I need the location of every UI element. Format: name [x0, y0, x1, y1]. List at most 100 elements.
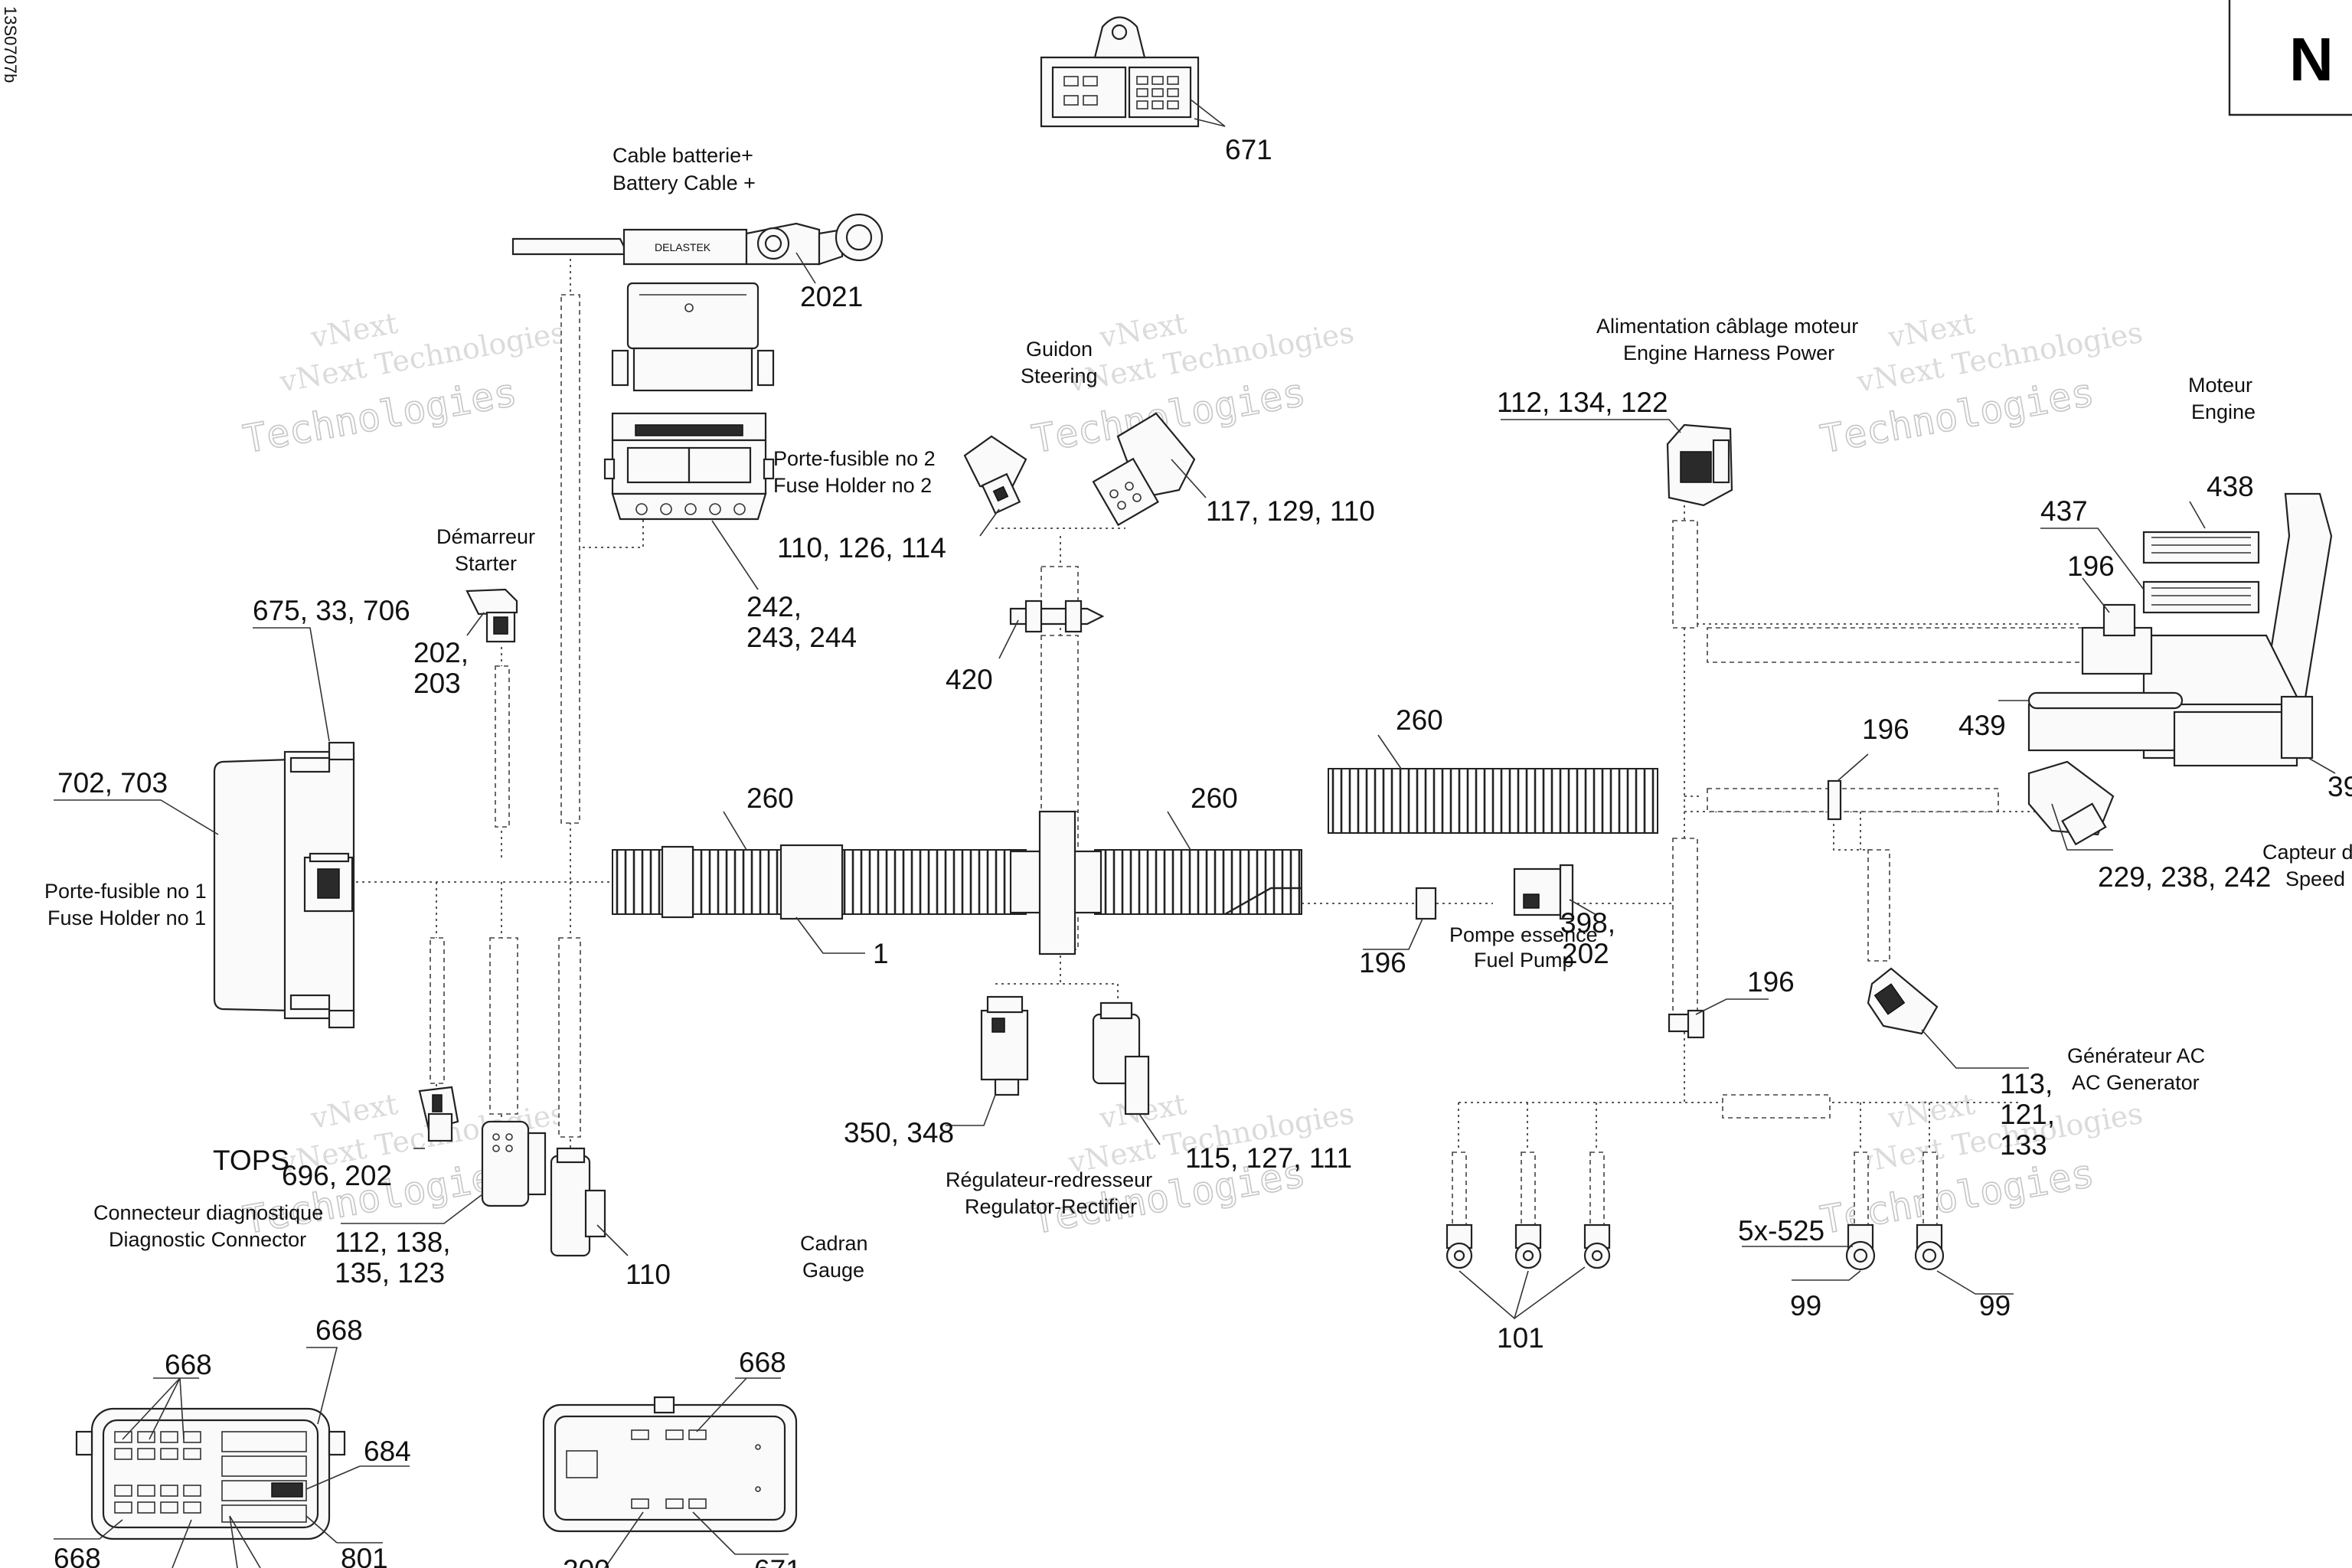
conduit-center — [1009, 810, 1302, 956]
callout-110-bottom: 110 — [626, 1259, 671, 1290]
conduit-left — [612, 844, 1027, 920]
callout-398-a: 398, — [1560, 907, 1615, 939]
label-battery-en: Battery Cable + — [612, 172, 756, 194]
label-engine-en: Engine — [2191, 400, 2256, 423]
callout-113-c: 133 — [2000, 1129, 2047, 1161]
callout-39: 39 — [2328, 771, 2352, 802]
diagnostic-connector: Connecteur diagnostique Diagnostic Conne… — [93, 1120, 547, 1289]
conduit-right — [1328, 768, 1658, 834]
label-diag-en: Diagnostic Connector — [109, 1228, 306, 1251]
label-acgen-fr: Générateur AC — [2067, 1044, 2205, 1067]
callout-200: 200 — [563, 1554, 610, 1568]
corner-letter: N — [2289, 25, 2334, 93]
callout-112-138-a: 112, 138, — [335, 1227, 451, 1258]
callout-696: 696, 202 — [282, 1160, 392, 1191]
label-acgen-en: AC Generator — [2072, 1071, 2200, 1094]
callout-101: 101 — [1497, 1322, 1544, 1354]
label-regulator-fr: Régulateur-redresseur — [946, 1168, 1152, 1191]
tops-connector: TOPS 696, 202 — [213, 1086, 459, 1191]
fuse-holder-1: Porte-fusible no 1 Fuse Holder no 1 675,… — [44, 595, 410, 1029]
steering-connectors: Guidon Steering 110, 126, 114 117, 129, … — [777, 338, 1375, 695]
fuel-pump-connector: 196 Pompe essence Fuel Pump 398, 202 — [1359, 864, 1615, 978]
callout-420: 420 — [946, 664, 993, 695]
callout-260-c: 260 — [1396, 704, 1443, 736]
label-speed-en: Speed S — [2285, 867, 2352, 890]
callout-437: 437 — [2040, 495, 2088, 527]
label-steering-fr: Guidon — [1026, 338, 1093, 361]
connector-671-top: 671 — [1040, 16, 1272, 165]
ac-generator-connector: Générateur AC AC Generator 113, 121, 133 — [1867, 967, 2205, 1161]
relay-block — [611, 282, 775, 392]
callout-112-138-b: 135, 123 — [335, 1257, 445, 1289]
label-fuse2-fr: Porte-fusible no 2 — [773, 447, 936, 470]
callout-260-a: 260 — [746, 782, 794, 814]
engine-harness-power: Alimentation câblage moteur Engine Harne… — [1497, 315, 1858, 507]
callout-438: 438 — [2207, 471, 2254, 502]
corner-letter-box: N — [2228, 0, 2352, 116]
label-speed-fr: Capteur de — [2262, 841, 2352, 864]
callout-99-b: 99 — [1979, 1290, 2011, 1321]
speed-sensor-area: 196 229, 238, 242 Capteur de Speed S — [1827, 714, 2352, 893]
callout-196-b: 196 — [1862, 714, 1909, 745]
callout-260-b: 260 — [1191, 782, 1238, 814]
callout-702: 702, 703 — [57, 767, 168, 799]
callout-671-bottom: 671 — [754, 1554, 802, 1568]
callout-196-d: 196 — [1359, 947, 1406, 978]
callout-801: 801 — [341, 1543, 388, 1568]
connector-bottom-middle: 668 200 671 — [542, 1347, 802, 1568]
starter-connector: Démarreur Starter 202, 203 — [413, 525, 535, 699]
battery-cable: Cable batterie+ Battery Cable + DELASTEK… — [511, 144, 884, 312]
callout-115: 115, 127, 111 — [1185, 1142, 1352, 1174]
label-fuelpump-en: Fuel Pump — [1474, 949, 1574, 972]
regulator-connectors: 350, 348 115, 127, 111 Régulateur-redres… — [844, 995, 1352, 1218]
callout-398-b: 202 — [1562, 938, 1609, 969]
callout-2021: 2021 — [800, 281, 863, 312]
label-delastek: DELASTEK — [655, 241, 711, 253]
callout-671-top: 671 — [1225, 134, 1272, 165]
label-engine-power-fr: Alimentation câblage moteur — [1596, 315, 1858, 338]
callout-242-a: 242, — [746, 591, 802, 622]
label-fuse1-en: Fuse Holder no 1 — [47, 906, 206, 929]
callout-668-c: 668 — [739, 1347, 786, 1378]
label-engine-fr: Moteur — [2188, 374, 2252, 397]
label-regulator-en: Regulator-Rectifier — [965, 1195, 1137, 1218]
ring-terminals: 101 5x-525 99 99 — [1446, 1215, 2014, 1354]
label-gauge-fr: Cadran — [800, 1232, 868, 1255]
callout-439: 439 — [1958, 710, 2006, 741]
connector-bottom-left: 668 668 684 801 668 — [54, 1315, 411, 1568]
label-battery-fr: Cable batterie+ — [612, 144, 753, 167]
callout-110-126: 110, 126, 114 — [777, 532, 946, 564]
callout-196-a: 196 — [2067, 550, 2115, 582]
callout-112-134: 112, 134, 122 — [1497, 387, 1668, 418]
callout-113-a: 113, — [2000, 1068, 2053, 1099]
wire-sleeves — [430, 294, 2083, 1230]
callout-202-b: 203 — [413, 668, 461, 699]
callout-684: 684 — [364, 1436, 411, 1467]
callout-1: 1 — [873, 938, 889, 969]
label-fuse1-fr: Porte-fusible no 1 — [44, 880, 207, 903]
callout-668-d: 668 — [54, 1543, 101, 1568]
label-starter-en: Starter — [455, 552, 517, 575]
callout-668-b: 668 — [315, 1315, 363, 1346]
label-engine-power-en: Engine Harness Power — [1623, 341, 1834, 364]
callout-113-b: 121, — [2000, 1099, 2055, 1130]
callout-229: 229, 238, 242 — [2098, 861, 2271, 893]
label-tops: TOPS — [213, 1145, 289, 1176]
callout-99-a: 99 — [1790, 1290, 1821, 1321]
callout-117: 117, 129, 110 — [1206, 495, 1375, 527]
label-gauge-en: Gauge — [802, 1259, 864, 1282]
pin-grid — [1063, 76, 1179, 109]
label-steering-en: Steering — [1021, 364, 1098, 387]
label-fuse2-en: Fuse Holder no 2 — [773, 474, 932, 497]
label-fuelpump-fr: Pompe essence — [1449, 923, 1598, 946]
tie-196-lower: 196 — [1668, 966, 1795, 1039]
drawing-code: 13S0707b — [1, 6, 20, 83]
callout-202-a: 202, — [413, 637, 469, 668]
callout-668-a: 668 — [165, 1349, 212, 1380]
callout-675: 675, 33, 706 — [253, 595, 410, 626]
engine-connectors: Moteur Engine 438 437 196 439 39 — [1958, 374, 2352, 802]
callout-350: 350, 348 — [844, 1117, 954, 1148]
label-diag-fr: Connecteur diagnostique — [93, 1201, 323, 1224]
fuse-holder-2: Porte-fusible no 2 Fuse Holder no 2 242,… — [603, 412, 936, 653]
